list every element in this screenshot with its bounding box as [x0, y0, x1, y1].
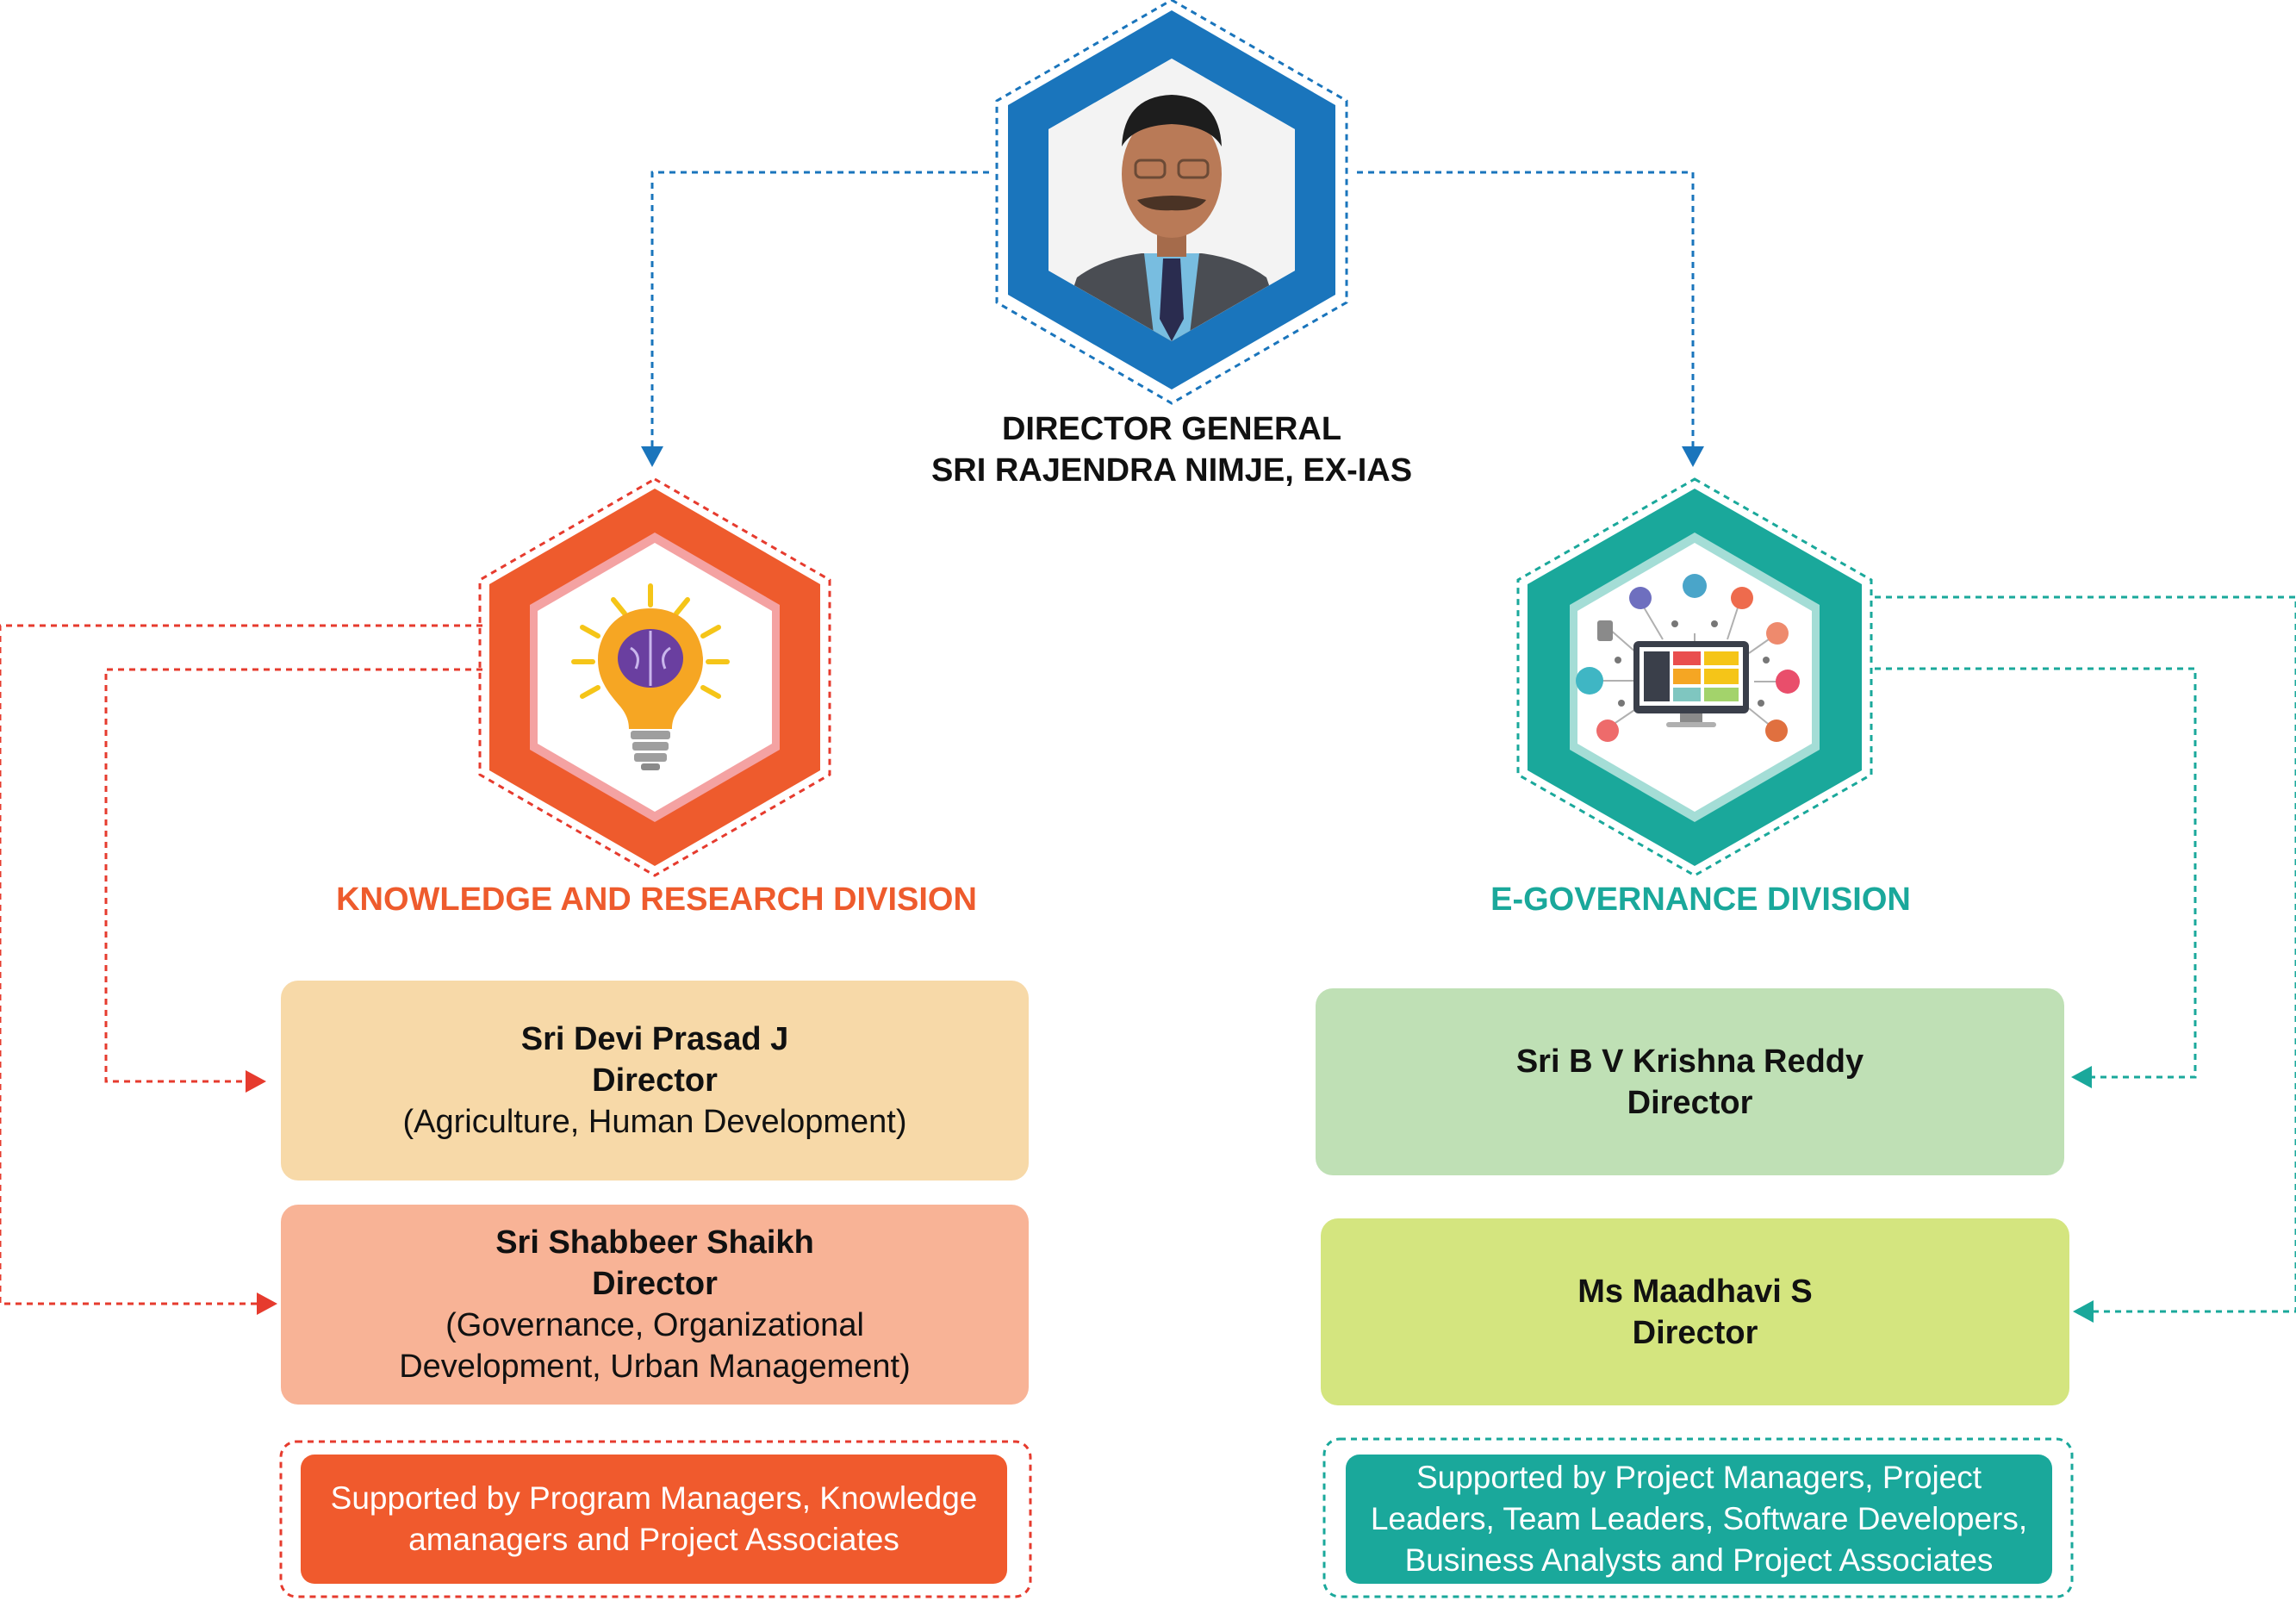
director-card-krishna-reddy: Sri B V Krishna Reddy Director: [1316, 988, 2064, 1175]
knowledge-division-hexagon: [478, 477, 831, 877]
right-division-connectors: [1875, 595, 2296, 1313]
computer-network-icon: [1576, 574, 1800, 742]
director-card-maadhavi: Ms Maadhavi S Director: [1321, 1218, 2069, 1405]
director-general-label: DIRECTOR GENERAL SRI RAJENDRA NIMJE, EX-…: [827, 408, 1516, 491]
arrow-to-shabbeer-shaikh: [257, 1293, 277, 1315]
director-role: Director: [1632, 1314, 1758, 1351]
arrow-to-left-division: [641, 446, 663, 467]
egovernance-division-title: E-GOVERNANCE DIVISION: [1490, 881, 1911, 918]
egov-support-outline: [1322, 1437, 2074, 1598]
egovernance-division-hexagon: [1516, 477, 1873, 877]
director-domain: (Agriculture, Human Development): [402, 1104, 907, 1140]
knowledge-support-outline: [279, 1440, 1032, 1598]
arrow-to-right-division: [1682, 446, 1704, 467]
director-name: Sri Devi Prasad J: [520, 1021, 789, 1057]
director-general-name: SRI RAJENDRA NIMJE, EX-IAS: [930, 452, 1413, 489]
director-card-devi-prasad: Sri Devi Prasad J Director (Agriculture,…: [281, 981, 1029, 1181]
dg-connectors: [650, 171, 1695, 446]
director-name: Ms Maadhavi S: [1577, 1273, 1813, 1310]
director-name: Sri Shabbeer Shaikh: [495, 1224, 814, 1261]
director-role: Director: [592, 1062, 718, 1099]
director-general-hexagon: [995, 0, 1348, 405]
egov-support-box: Supported by Project Managers, Project L…: [1346, 1455, 2052, 1584]
knowledge-division-title: KNOWLEDGE AND RESEARCH DIVISION: [336, 881, 977, 918]
knowledge-support-box: Supported by Program Managers, Knowledge…: [301, 1455, 1007, 1584]
director-name: Sri B V Krishna Reddy: [1515, 1043, 1864, 1080]
director-general-title: DIRECTOR GENERAL: [1001, 411, 1342, 447]
arrow-to-maadhavi: [2073, 1300, 2094, 1323]
left-division-connectors: [0, 624, 482, 1305]
lightbulb-brain-icon: [571, 583, 730, 770]
arrow-to-devi-prasad: [246, 1070, 266, 1093]
director-role: Director: [1627, 1084, 1753, 1121]
director-role: Director: [592, 1266, 718, 1302]
director-card-shabbeer-shaikh: Sri Shabbeer Shaikh Director (Governance…: [281, 1205, 1029, 1405]
director-domain: (Governance, Organizational Development,…: [399, 1307, 911, 1385]
arrow-to-krishna-reddy: [2071, 1066, 2092, 1088]
